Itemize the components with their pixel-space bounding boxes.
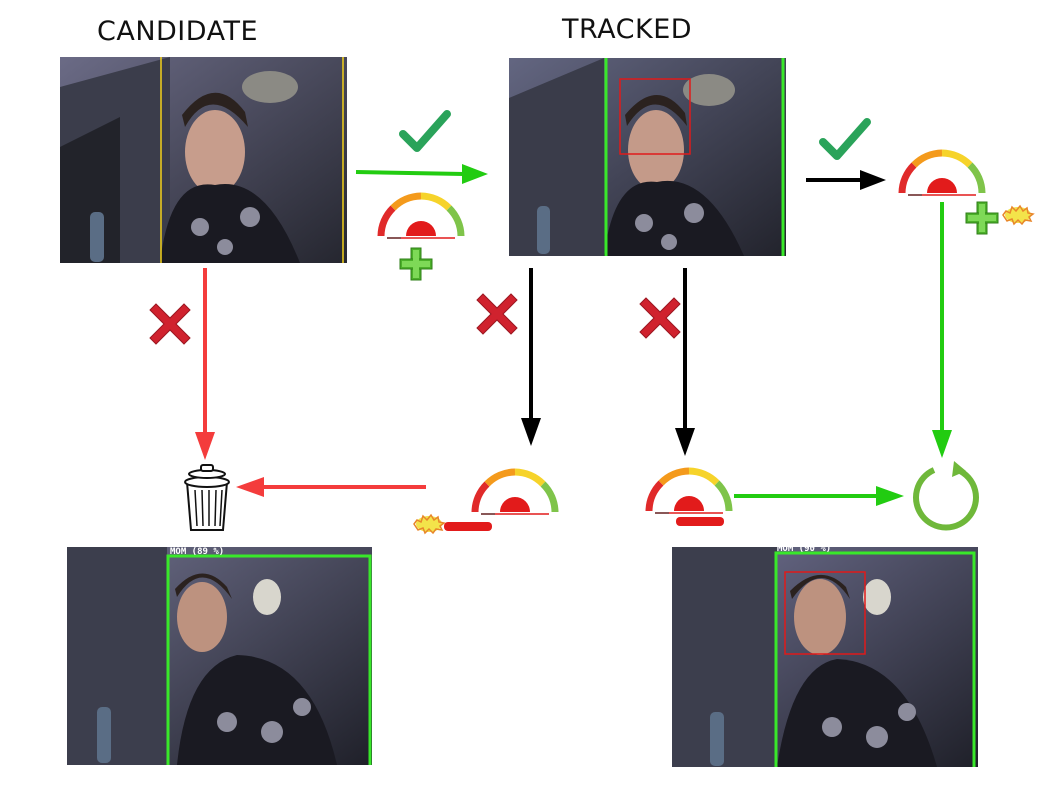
result-photo-left — [67, 547, 372, 765]
cross-icon — [476, 293, 518, 335]
spark-icon — [1002, 205, 1034, 225]
face-detection-box — [784, 571, 866, 655]
gauge-icon — [381, 196, 461, 238]
face-detection-box — [619, 78, 691, 155]
cross-icon — [149, 303, 191, 345]
gauge-icon — [475, 472, 555, 514]
cross-icon — [639, 297, 681, 339]
candidate-photo — [60, 57, 347, 263]
plus-icon — [399, 247, 433, 281]
gauge-icon — [649, 471, 729, 513]
plus-icon — [965, 201, 999, 235]
trash-can-icon — [184, 464, 230, 531]
result-caption-right: MOM (90 %) — [777, 544, 832, 554]
accept-arrow — [355, 170, 465, 176]
spark-icon — [413, 514, 445, 534]
gauge-icon — [902, 153, 982, 195]
check-icon — [403, 114, 447, 148]
minus-icon — [676, 517, 724, 526]
loop-icon — [913, 461, 979, 531]
result-caption-left: MOM (89 %) — [170, 547, 225, 557]
minus-icon — [444, 522, 492, 531]
check-icon — [823, 122, 867, 156]
result-photo-right — [672, 547, 978, 767]
tracked-title: TRACKED — [562, 14, 693, 45]
tracked-photo — [509, 58, 786, 256]
candidate-title: CANDIDATE — [97, 16, 259, 47]
